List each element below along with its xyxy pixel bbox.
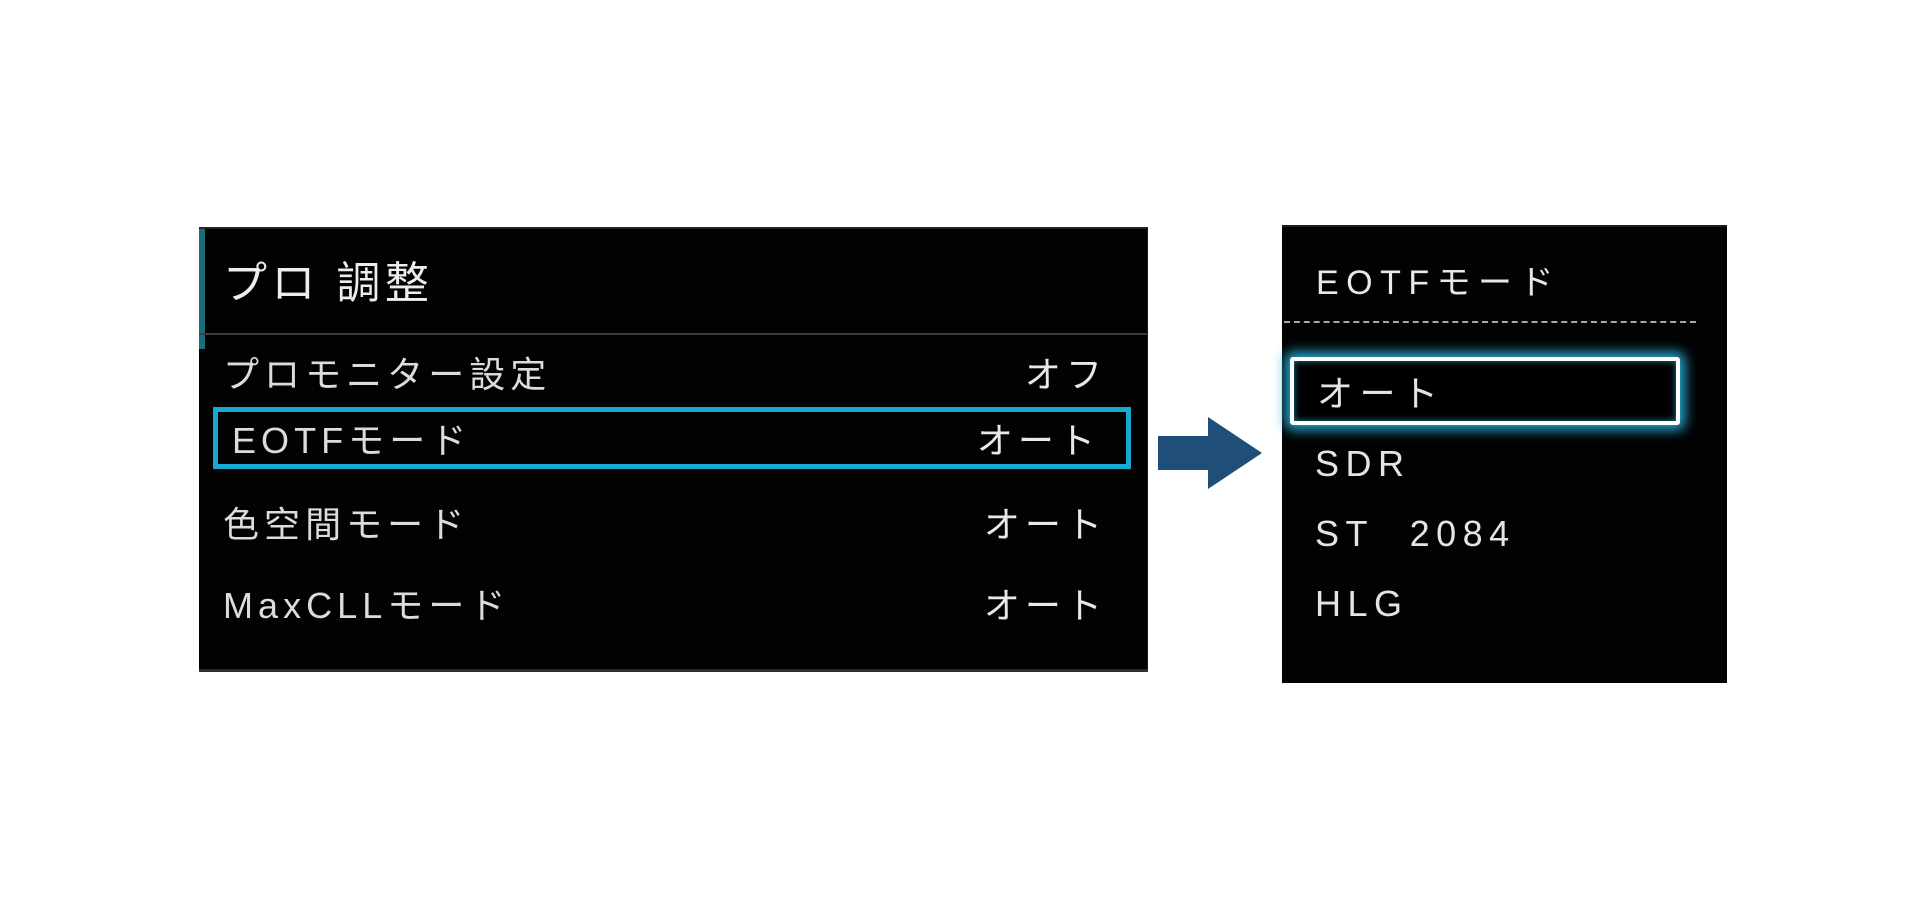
option-auto-selected[interactable]: オート xyxy=(1290,357,1680,425)
submenu-title-separator xyxy=(1284,321,1696,323)
menu-item-value: オート xyxy=(976,420,1100,461)
option-st2084[interactable]: ST 2084 xyxy=(1282,507,1727,561)
menu-item-value: オート xyxy=(983,585,1107,626)
title-accent-bar xyxy=(199,229,205,349)
option-label: オート xyxy=(1317,373,1445,414)
option-sdr[interactable]: SDR xyxy=(1282,437,1727,491)
menu-item-label: プロモニター設定 xyxy=(223,354,552,395)
menu-item-eotf-mode-selected[interactable]: EOTFモード オート xyxy=(213,407,1131,469)
right-arrow-icon xyxy=(1158,417,1262,489)
submenu-title: EOTFモード xyxy=(1316,264,1562,302)
menu-item-value: オフ xyxy=(1024,354,1107,395)
menu-item-value: オート xyxy=(983,504,1107,545)
pro-adjust-menu-panel: プロ 調整 プロモニター設定 オフ EOTFモード オート 色空間モード オート… xyxy=(199,227,1148,672)
menu-title: プロ 調整 xyxy=(223,259,434,308)
menu-item-label: MaxCLLモード xyxy=(223,585,511,626)
title-separator xyxy=(199,333,1147,335)
menu-item-label: EOTFモード xyxy=(232,420,472,461)
option-label: ST 2084 xyxy=(1315,513,1516,554)
option-label: SDR xyxy=(1315,443,1411,484)
menu-item-color-space-mode[interactable]: 色空間モード オート xyxy=(199,495,1147,549)
option-label: HLG xyxy=(1315,583,1409,624)
option-hlg[interactable]: HLG xyxy=(1282,577,1727,631)
menu-item-pro-monitor[interactable]: プロモニター設定 オフ xyxy=(199,345,1147,399)
menu-item-label: 色空間モード xyxy=(223,504,470,545)
menu-item-maxcll-mode[interactable]: MaxCLLモード オート xyxy=(199,576,1147,630)
eotf-mode-submenu-panel: EOTFモード オート SDR ST 2084 HLG xyxy=(1282,225,1727,683)
